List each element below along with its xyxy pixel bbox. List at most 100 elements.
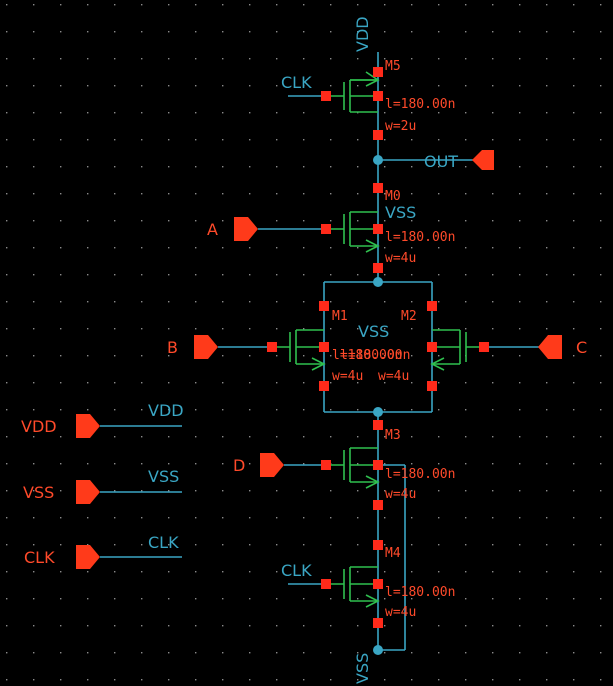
- grid-dot: [114, 85, 116, 87]
- grid-dot: [411, 220, 413, 222]
- grid-dot: [384, 31, 386, 33]
- grid-dot: [465, 409, 467, 411]
- grid-dot: [87, 4, 89, 6]
- grid-dot: [60, 85, 62, 87]
- port-vdd-flag[interactable]: [76, 414, 100, 438]
- grid-dot: [465, 85, 467, 87]
- grid-dot: [114, 625, 116, 627]
- grid-dot: [6, 220, 8, 222]
- grid-dot: [438, 409, 440, 411]
- grid-dot: [141, 652, 143, 654]
- grid-dot: [276, 382, 278, 384]
- grid-dot: [222, 517, 224, 519]
- port-vss-flag[interactable]: [76, 480, 100, 504]
- grid-dot: [6, 247, 8, 249]
- grid-dot: [465, 58, 467, 60]
- grid-dot: [438, 679, 440, 681]
- grid-dot: [465, 193, 467, 195]
- grid-dot: [357, 247, 359, 249]
- grid-dot: [492, 679, 494, 681]
- grid-dot: [600, 301, 602, 303]
- grid-dot: [249, 544, 251, 546]
- grid-dot: [60, 679, 62, 681]
- grid-dot: [141, 139, 143, 141]
- grid-dot: [303, 598, 305, 600]
- port-c-flag[interactable]: [538, 335, 562, 359]
- grid-dot: [195, 274, 197, 276]
- net-clk-m4: CLK: [281, 561, 312, 580]
- grid-dot: [87, 517, 89, 519]
- grid-dot: [6, 4, 8, 6]
- grid-dot: [546, 112, 548, 114]
- grid-dot: [303, 166, 305, 168]
- grid-dot: [330, 544, 332, 546]
- grid-dot: [465, 220, 467, 222]
- grid-dot: [6, 490, 8, 492]
- grid-dot: [573, 274, 575, 276]
- grid-dot: [141, 544, 143, 546]
- grid-dot: [519, 139, 521, 141]
- port-d-flag[interactable]: [260, 453, 284, 477]
- grid-dot: [438, 382, 440, 384]
- grid-dot: [384, 436, 386, 438]
- grid-dot: [87, 112, 89, 114]
- grid-dot: [33, 301, 35, 303]
- grid-dot: [411, 274, 413, 276]
- grid-dot: [384, 58, 386, 60]
- grid-dot: [168, 85, 170, 87]
- grid-dot: [33, 355, 35, 357]
- grid-dot: [6, 274, 8, 276]
- grid-dot: [195, 571, 197, 573]
- device-m4[interactable]: [330, 566, 380, 608]
- grid-dot: [573, 544, 575, 546]
- grid-dot: [60, 544, 62, 546]
- grid-dot: [330, 436, 332, 438]
- grid-dot: [60, 220, 62, 222]
- grid-dot: [249, 193, 251, 195]
- device-m2[interactable]: [430, 329, 480, 371]
- grid-dot: [6, 58, 8, 60]
- grid-dot: [573, 112, 575, 114]
- grid-dot: [357, 274, 359, 276]
- grid-dot: [249, 409, 251, 411]
- grid-dot: [114, 355, 116, 357]
- grid-dot: [384, 274, 386, 276]
- grid-dot: [546, 490, 548, 492]
- port-a-flag[interactable]: [234, 217, 258, 241]
- grid-dot: [6, 85, 8, 87]
- grid-dot: [222, 436, 224, 438]
- grid-dot: [465, 679, 467, 681]
- grid-dot: [195, 247, 197, 249]
- port-out-flag[interactable]: [472, 150, 494, 170]
- grid-dot: [600, 85, 602, 87]
- grid-dot: [330, 517, 332, 519]
- grid-dot: [276, 571, 278, 573]
- grid-dot: [87, 193, 89, 195]
- grid-dot: [600, 4, 602, 6]
- grid-dot: [276, 409, 278, 411]
- port-clk-flag[interactable]: [76, 545, 100, 569]
- grid-dot: [114, 301, 116, 303]
- grid-dot: [87, 463, 89, 465]
- grid-dot: [33, 247, 35, 249]
- grid-dot: [438, 220, 440, 222]
- device-m3[interactable]: [330, 447, 380, 489]
- device-m0[interactable]: [330, 211, 380, 253]
- net-vdd-top: VDD: [353, 16, 372, 52]
- grid-dot: [195, 598, 197, 600]
- grid-dot: [168, 652, 170, 654]
- grid-dot: [519, 31, 521, 33]
- grid-dot: [168, 328, 170, 330]
- grid-dot: [330, 490, 332, 492]
- port-b-flag[interactable]: [194, 335, 218, 359]
- grid-dot: [465, 139, 467, 141]
- grid-dot: [492, 112, 494, 114]
- grid-dot: [546, 58, 548, 60]
- io-ports: [76, 150, 562, 569]
- grid-dot: [60, 58, 62, 60]
- device-m1[interactable]: [276, 329, 326, 371]
- grid-dot: [249, 301, 251, 303]
- grid-dot: [222, 571, 224, 573]
- grid-dot: [573, 355, 575, 357]
- device-m5[interactable]: [330, 71, 380, 113]
